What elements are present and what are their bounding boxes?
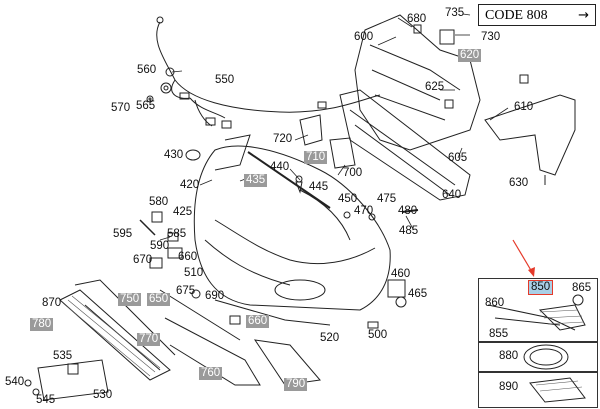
code-box: CODE 808 → bbox=[478, 4, 596, 26]
part-label[interactable]: 670 bbox=[133, 254, 153, 266]
side-bracket bbox=[484, 94, 576, 176]
part-label[interactable]: 570 bbox=[111, 102, 131, 114]
part-label[interactable]: 770 bbox=[137, 333, 161, 346]
inset-880 bbox=[478, 342, 598, 372]
lower-grille bbox=[59, 289, 171, 381]
part-label[interactable]: 545 bbox=[36, 394, 56, 406]
part-label[interactable]: 530 bbox=[93, 389, 113, 401]
part-label[interactable]: 750 bbox=[118, 293, 142, 306]
part-label[interactable]: 720 bbox=[273, 133, 293, 145]
part-label[interactable]: 445 bbox=[309, 181, 329, 193]
part-label[interactable]: 855 bbox=[489, 328, 509, 340]
part-label[interactable]: 480 bbox=[398, 205, 418, 217]
part-label[interactable]: 710 bbox=[304, 151, 328, 164]
inset-890 bbox=[478, 372, 598, 408]
part-label[interactable]: 780 bbox=[30, 318, 54, 331]
part-label[interactable]: 675 bbox=[176, 285, 196, 297]
pointer-arrow bbox=[512, 239, 533, 273]
part-label[interactable]: 535 bbox=[53, 350, 73, 362]
bumper-carrier bbox=[354, 14, 481, 151]
part-label[interactable]: 660 bbox=[178, 251, 198, 263]
part-label[interactable]: 860 bbox=[485, 297, 505, 309]
part-label-selected[interactable]: 850 bbox=[528, 280, 554, 295]
inset-850 bbox=[478, 278, 598, 342]
part-label[interactable]: 420 bbox=[180, 179, 200, 191]
part-label[interactable]: 565 bbox=[136, 100, 156, 112]
part-label[interactable]: 580 bbox=[149, 196, 169, 208]
part-label[interactable]: 540 bbox=[5, 376, 25, 388]
part-label[interactable]: 560 bbox=[137, 64, 157, 76]
part-label[interactable]: 650 bbox=[147, 293, 171, 306]
part-label[interactable]: 730 bbox=[481, 31, 501, 43]
part-label[interactable]: 630 bbox=[509, 177, 529, 189]
part-label[interactable]: 700 bbox=[343, 167, 363, 179]
part-label[interactable]: 760 bbox=[199, 367, 223, 380]
part-label[interactable]: 790 bbox=[284, 378, 308, 391]
part-label[interactable]: 465 bbox=[408, 288, 428, 300]
part-label[interactable]: 435 bbox=[244, 174, 268, 187]
part-label[interactable]: 440 bbox=[270, 161, 290, 173]
part-label[interactable]: 735 bbox=[445, 7, 465, 19]
part-label[interactable]: 590 bbox=[150, 240, 170, 252]
part-label[interactable]: 690 bbox=[205, 290, 225, 302]
part-label[interactable]: 880 bbox=[499, 350, 519, 362]
part-label[interactable]: 620 bbox=[458, 49, 482, 62]
part-label[interactable]: 510 bbox=[184, 267, 204, 279]
part-label[interactable]: 640 bbox=[442, 189, 462, 201]
part-label[interactable]: 460 bbox=[391, 268, 411, 280]
part-label[interactable]: 660 bbox=[246, 315, 270, 328]
part-label[interactable]: 600 bbox=[354, 31, 374, 43]
part-label[interactable]: 485 bbox=[399, 225, 419, 237]
part-label[interactable]: 430 bbox=[164, 149, 184, 161]
part-label[interactable]: 470 bbox=[354, 205, 374, 217]
part-label[interactable]: 865 bbox=[572, 282, 592, 294]
arrow-right-icon: → bbox=[578, 8, 589, 23]
part-label[interactable]: 595 bbox=[113, 228, 133, 240]
part-label[interactable]: 625 bbox=[425, 81, 445, 93]
wiring-harness bbox=[156, 21, 381, 113]
part-label[interactable]: 585 bbox=[167, 228, 187, 240]
part-label[interactable]: 890 bbox=[499, 381, 519, 393]
part-label[interactable]: 870 bbox=[42, 297, 62, 309]
part-label[interactable]: 500 bbox=[368, 329, 388, 341]
part-label[interactable]: 520 bbox=[320, 332, 340, 344]
part-label[interactable]: 450 bbox=[338, 193, 358, 205]
part-label[interactable]: 680 bbox=[407, 13, 427, 25]
part-label[interactable]: 475 bbox=[377, 193, 397, 205]
code-label: CODE 808 bbox=[485, 8, 548, 23]
part-label[interactable]: 550 bbox=[215, 74, 235, 86]
bumper-cover bbox=[193, 145, 391, 311]
part-label[interactable]: 425 bbox=[173, 206, 193, 218]
part-label[interactable]: 610 bbox=[514, 101, 534, 113]
license-plate-holder bbox=[37, 359, 109, 401]
part-label[interactable]: 605 bbox=[448, 152, 468, 164]
